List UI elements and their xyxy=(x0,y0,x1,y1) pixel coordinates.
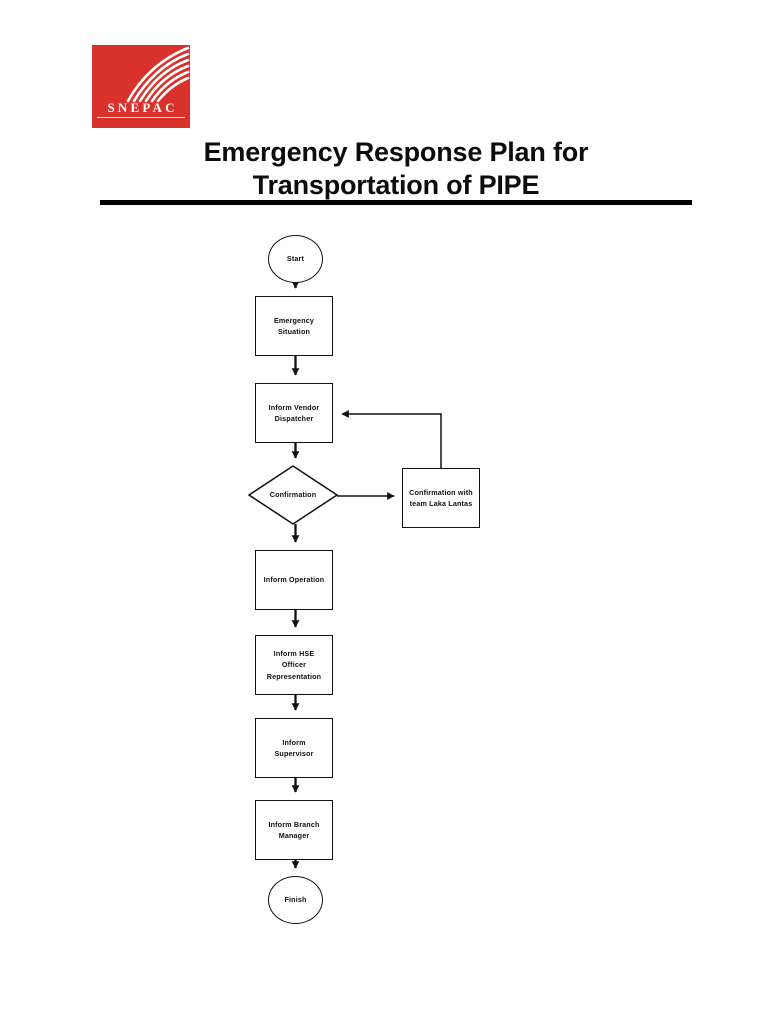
page-title-line-1: Emergency Response Plan for xyxy=(203,137,589,167)
node-finish-label: Finish xyxy=(284,895,307,905)
node-finish[interactable]: Finish xyxy=(268,876,323,924)
title-divider-rule xyxy=(100,200,692,205)
node-emergency-situation[interactable]: Emergency Situation xyxy=(255,296,333,356)
node-confirmation-decision[interactable]: Confirmation xyxy=(249,466,337,524)
page-title-line-2: Transportation of PIPE xyxy=(252,169,540,200)
page-title: Emergency Response Plan for Transportati… xyxy=(100,136,692,202)
node-inform-vendor-dispatcher[interactable]: Inform Vendor Dispatcher xyxy=(255,383,333,443)
node-inform-supervisor-label: Inform Supervisor xyxy=(274,737,314,758)
node-inform-branch-manager-label: Inform Branch Manager xyxy=(268,819,320,840)
node-inform-operation-label: Inform Operation xyxy=(263,575,325,585)
decision-diamond-shape xyxy=(247,465,339,525)
node-inform-hse-officer[interactable]: Inform HSE Officer Representation xyxy=(255,635,333,695)
swoosh-icon xyxy=(126,46,190,103)
node-confirmation-decision-label: Confirmation xyxy=(269,490,317,500)
node-inform-supervisor[interactable]: Inform Supervisor xyxy=(255,718,333,778)
node-start-label: Start xyxy=(286,254,305,264)
snepac-logo: SNEPAC xyxy=(92,45,190,128)
node-emergency-situation-label: Emergency Situation xyxy=(273,315,315,336)
connector-laka-feedback-loop xyxy=(341,410,442,468)
logo-divider xyxy=(97,117,185,118)
node-inform-vendor-dispatcher-label: Inform Vendor Dispatcher xyxy=(268,402,320,423)
node-confirmation-laka-lantas-label: Confirmation with team Laka Lantas xyxy=(409,487,473,508)
node-inform-branch-manager[interactable]: Inform Branch Manager xyxy=(255,800,333,860)
node-inform-operation[interactable]: Inform Operation xyxy=(255,550,333,610)
node-start[interactable]: Start xyxy=(268,235,323,283)
logo-wordmark: SNEPAC xyxy=(107,100,178,115)
node-confirmation-laka-lantas[interactable]: Confirmation with team Laka Lantas xyxy=(402,468,480,528)
node-inform-hse-officer-label: Inform HSE Officer Representation xyxy=(266,649,322,681)
